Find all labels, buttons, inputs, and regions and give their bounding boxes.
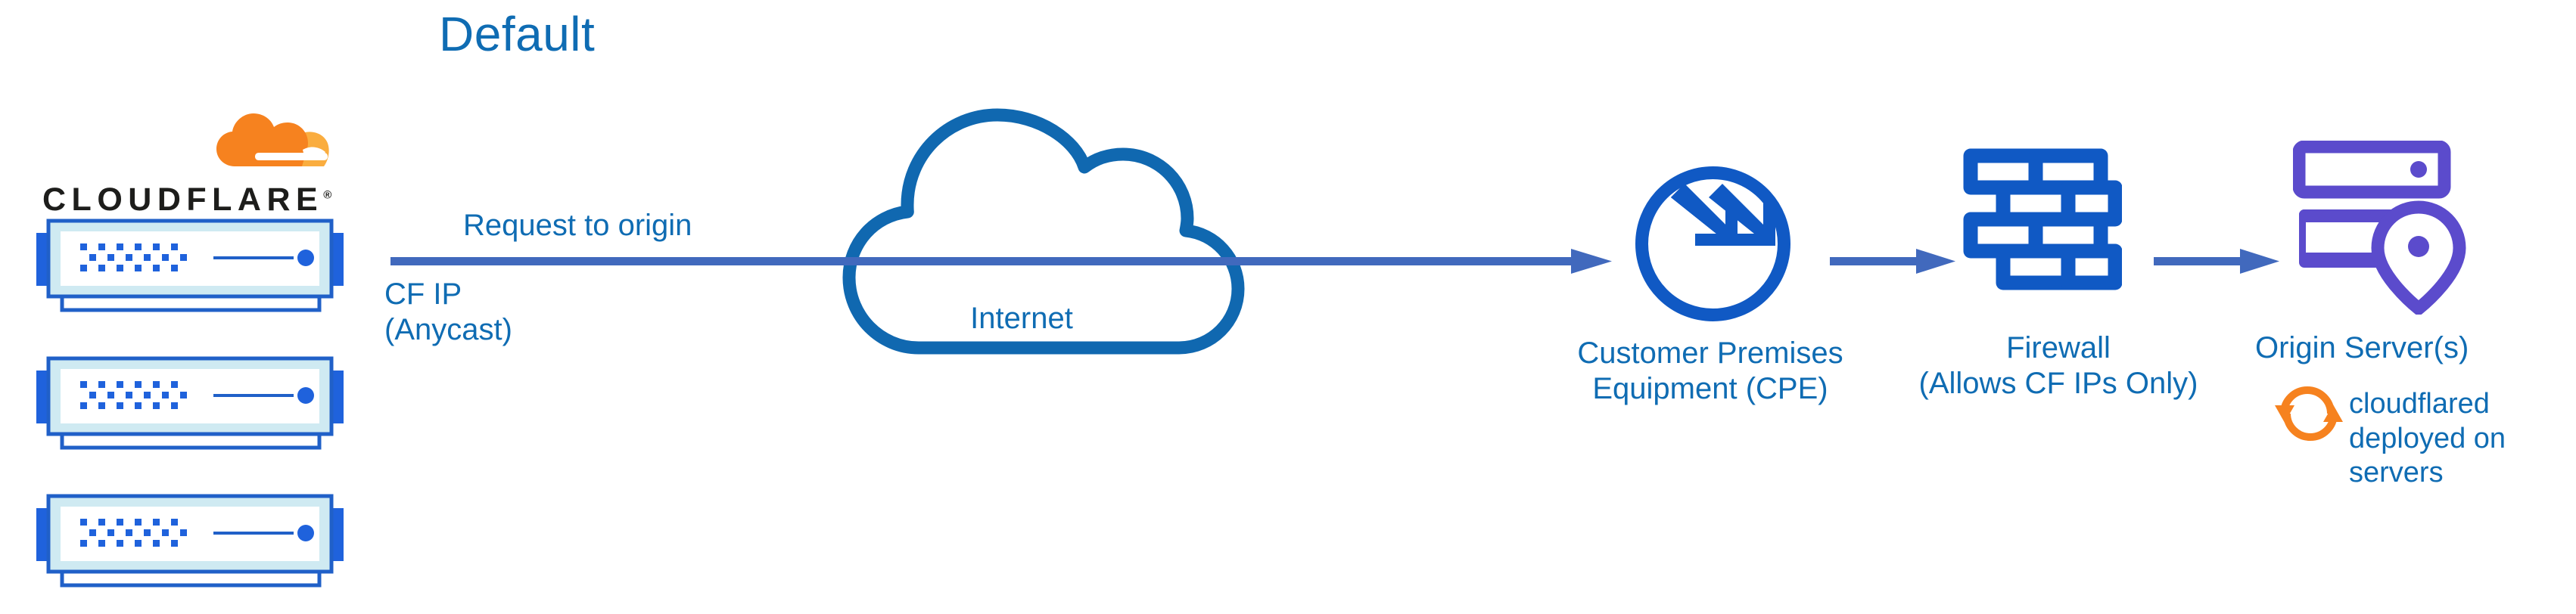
page-title: Default [439, 7, 596, 61]
cpe-label: Customer Premises Equipment (CPE) [1544, 336, 1877, 407]
origin-server-label: Origin Server(s) [2255, 331, 2469, 364]
server-rack-icon [26, 213, 351, 315]
firewall-label: Firewall (Allows CF IPs Only) [1884, 330, 2232, 402]
cloudflared-annotation-line3: servers [2349, 457, 2444, 489]
cpe-label-line1: Customer Premises [1577, 336, 1843, 370]
server-rack-icon [26, 351, 351, 453]
sync-refresh-icon [2273, 380, 2344, 451]
server-with-location-pin-icon [2292, 140, 2482, 318]
cloudflare-wordmark: CLOUDFLARE® [42, 181, 331, 219]
router-four-arrows-icon [1632, 163, 1794, 329]
firewall-label-line1: Firewall [2006, 331, 2111, 364]
cf-ip-label-line1: CF IP [384, 278, 462, 311]
cloudflared-annotation-line2: deployed on [2349, 422, 2506, 454]
cloudflared-annotation-label: cloudflared deployed on servers [2349, 387, 2576, 491]
cloudflared-annotation-line1: cloudflared [2349, 388, 2490, 420]
internet-label: Internet [970, 302, 1073, 335]
server-rack-icon [26, 488, 351, 591]
cloudflare-logo: CLOUDFLARE® [29, 106, 347, 219]
brick-wall-icon [1963, 148, 2123, 299]
request-to-origin-label: Request to origin [463, 209, 692, 242]
cloud-icon [840, 106, 1294, 359]
firewall-label-line2: (Allows CF IPs Only) [1918, 367, 2198, 401]
arrow-firewall-to-origin [2154, 246, 2282, 278]
arrow-origin-request [390, 246, 1616, 278]
cloudflare-cloud-logo-icon [189, 106, 341, 182]
cpe-label-line2: Equipment (CPE) [1592, 372, 1828, 406]
cloudflare-wordmark-text: CLOUDFLARE [42, 181, 324, 218]
arrow-cpe-to-firewall [1830, 246, 1958, 278]
cf-ip-label: CF IP (Anycast) [384, 277, 512, 348]
cf-ip-label-line2: (Anycast) [384, 313, 512, 347]
registered-trademark-symbol: ® [323, 188, 332, 202]
